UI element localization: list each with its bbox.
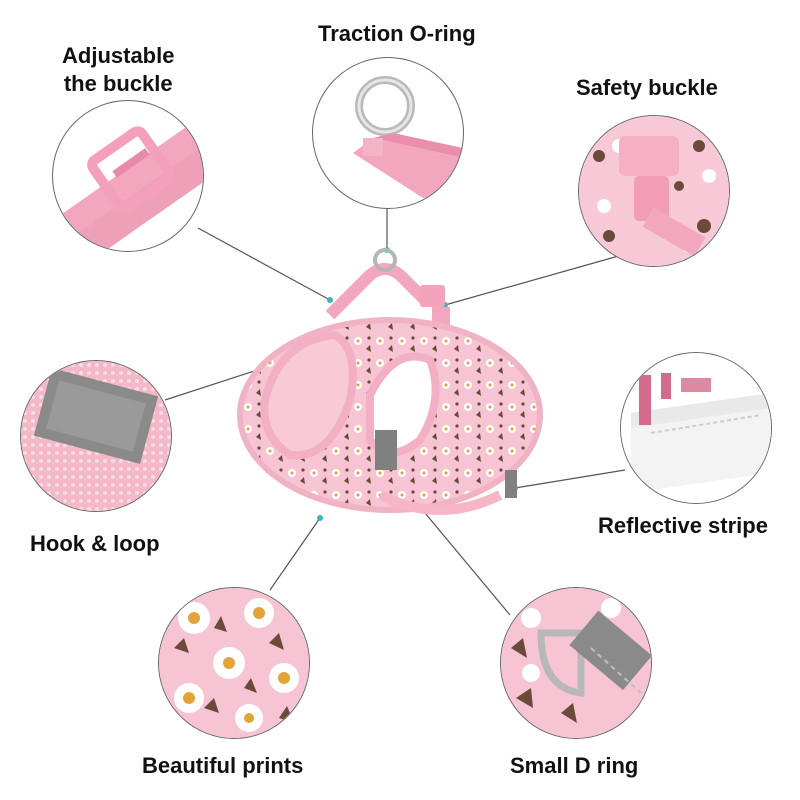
detail-traction-ring [312, 57, 464, 209]
label-reflective-stripe: Reflective stripe [598, 513, 768, 538]
harness-image [237, 248, 543, 515]
label-small-d-ring: Small D ring [510, 753, 639, 778]
label-adjustable-buckle: Adjustable the buckle [62, 43, 175, 96]
detail-beautiful-prints [158, 587, 310, 739]
detail-safety-buckle [578, 115, 730, 267]
detail-adjustable-buckle [52, 100, 204, 252]
label-beautiful-prints: Beautiful prints [142, 753, 304, 778]
detail-reflective-stripe [620, 352, 772, 504]
label-traction-ring: Traction O-ring [318, 21, 476, 46]
label-hook-loop: Hook & loop [30, 531, 160, 556]
label-safety-buckle: Safety buckle [576, 75, 718, 100]
detail-small-d-ring [500, 587, 652, 739]
detail-hook-loop [20, 360, 172, 512]
